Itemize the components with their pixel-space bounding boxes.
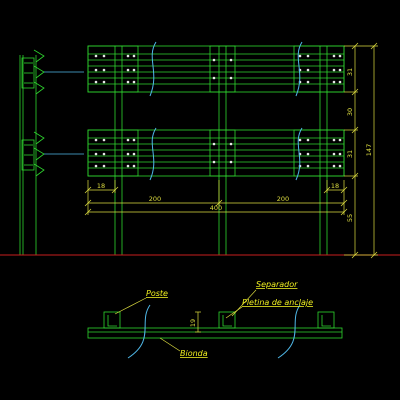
dim-right-total: 147 — [365, 144, 373, 156]
dim-right-segment-2: 30 — [346, 108, 354, 116]
dim-left-span: 200 — [149, 195, 161, 203]
dim-right-segment-4: 55 — [346, 214, 354, 222]
plan-post-right — [317, 311, 335, 329]
dim-plan: 19 — [189, 319, 197, 327]
post-left — [114, 46, 123, 255]
dim-total-span: 400 — [210, 204, 222, 212]
label-anchor-plate: Pletina de anclaje — [242, 298, 313, 307]
upper-beam — [87, 45, 345, 93]
vertical-dimensions — [344, 42, 378, 259]
profile-leaders — [44, 71, 84, 155]
break-lines — [149, 41, 303, 181]
plan-dimension — [195, 311, 201, 333]
label-leaders — [114, 289, 257, 352]
post-center — [218, 46, 227, 255]
dim-right-offset: 18 — [331, 182, 339, 190]
bolt-pattern — [94, 54, 342, 168]
dim-left-offset: 18 — [97, 182, 105, 190]
label-beam: Bionda — [180, 349, 208, 358]
lower-beam — [87, 129, 345, 177]
plan-post-center — [218, 311, 236, 329]
dim-right-segment-3: 31 — [346, 150, 354, 158]
plan-break-lines — [127, 304, 301, 359]
dim-right-span: 200 — [277, 195, 289, 203]
plan-view — [87, 311, 343, 339]
front-elevation-view — [87, 45, 345, 255]
plan-post-left — [103, 311, 121, 329]
post-right — [319, 46, 328, 255]
label-post: Poste — [146, 289, 168, 298]
dim-right-segment-1: 31 — [346, 68, 354, 76]
side-profile-view — [19, 49, 45, 255]
label-spacer: Separador — [256, 280, 298, 289]
horizontal-dimensions — [84, 180, 348, 216]
